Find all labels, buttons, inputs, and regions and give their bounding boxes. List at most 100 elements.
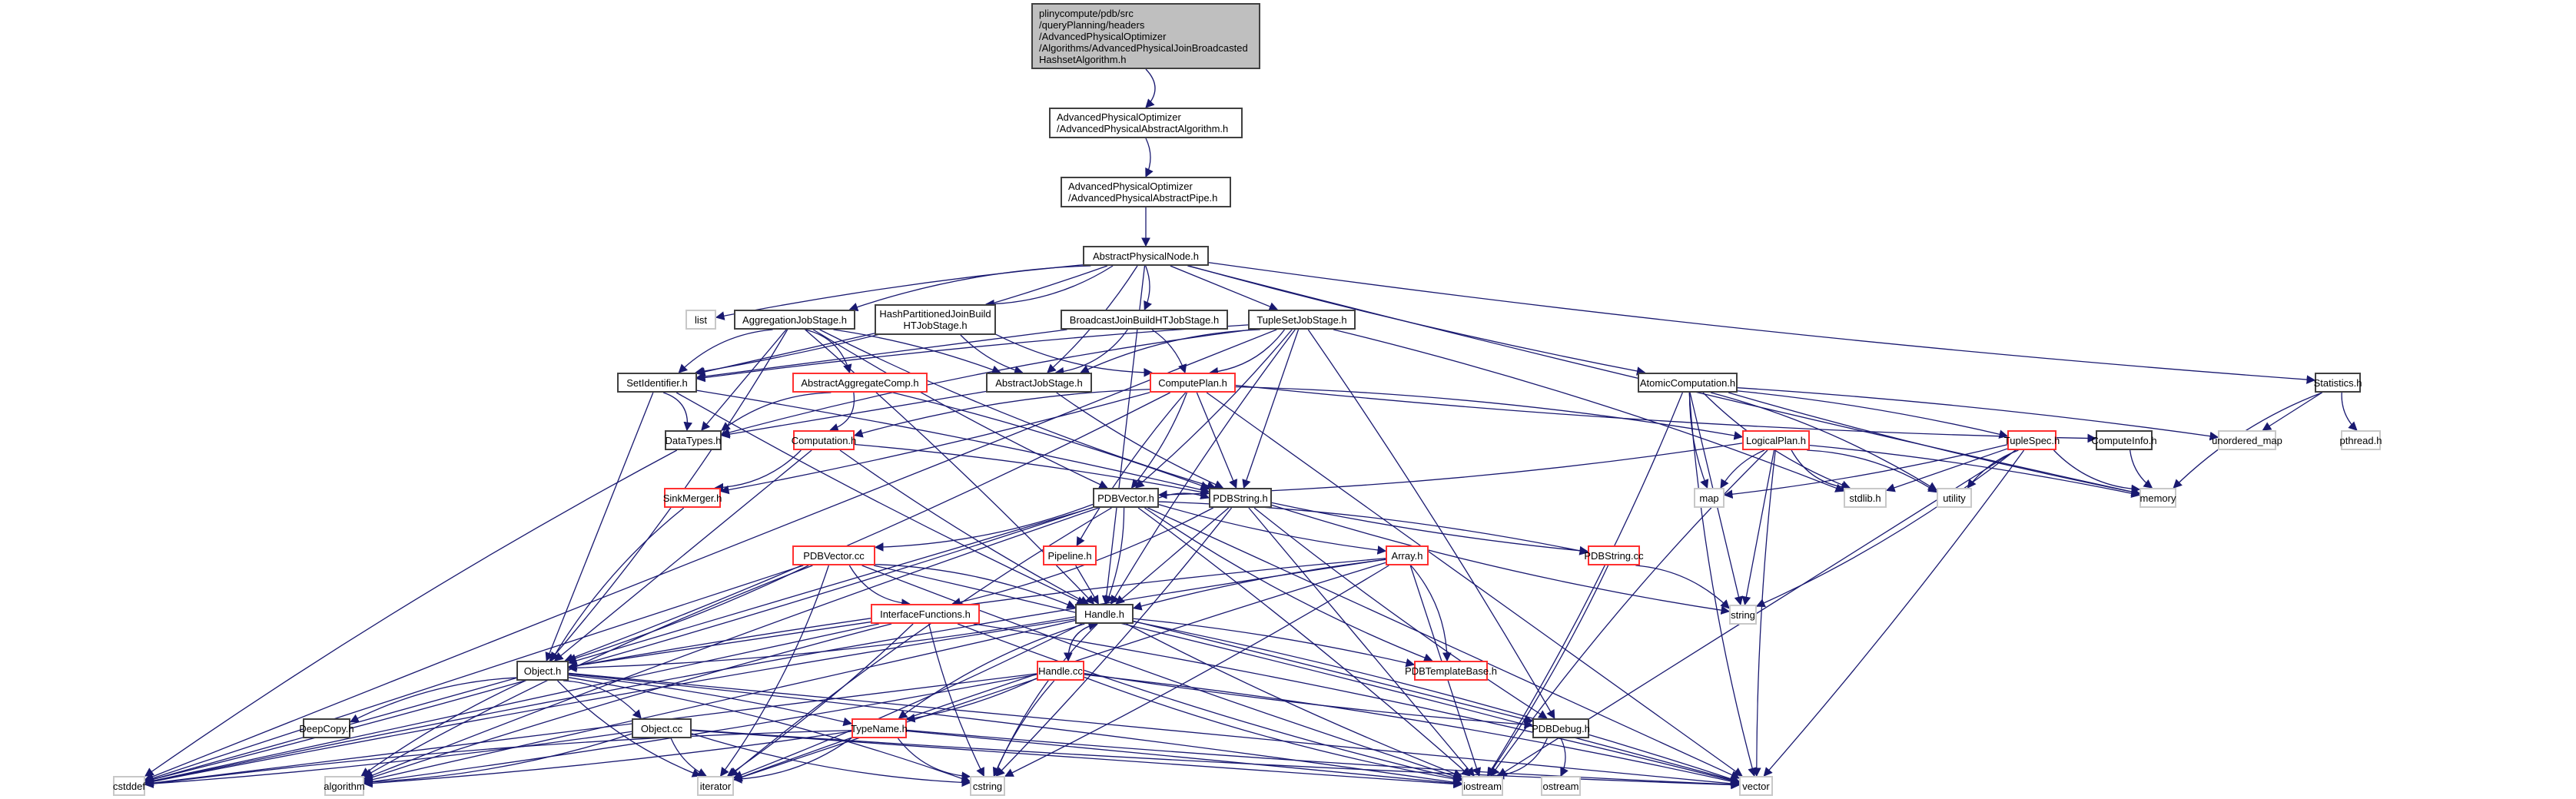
- node-logical-plan[interactable]: LogicalPlan.h: [1742, 430, 1810, 450]
- edge-tuplespec-to-stdlib: [1885, 448, 2008, 492]
- edge-pdbstring-to-string: [1271, 504, 1731, 615]
- edge-handle-to-object: [567, 616, 1076, 673]
- edge-tsjs-to-datatypes: [720, 329, 1252, 437]
- node-abstract-job-stage[interactable]: AbstractJobStage.h: [986, 373, 1092, 393]
- node-abstract-physical-node[interactable]: AbstractPhysicalNode.h: [1083, 246, 1209, 266]
- edge-tuplespec-to-vector: [1763, 449, 2025, 777]
- node-stdlib: stdlib.h: [1844, 488, 1887, 508]
- edge-tsjs-to-pdbstring: [1242, 329, 1300, 489]
- node-memory: memory: [2139, 488, 2176, 508]
- edge-cplan-to-object: [564, 392, 1170, 662]
- node-pdb-string-h[interactable]: PDBString.h: [1209, 488, 1272, 508]
- edge-typename-to-cstddef: [144, 730, 852, 788]
- node-handle-cc[interactable]: Handle.cc: [1037, 661, 1084, 681]
- edge-hpjoin-to-absjs: [960, 334, 1024, 375]
- edge-array-to-cstring: [1004, 565, 1389, 777]
- node-interface-functions[interactable]: InterfaceFunctions.h: [871, 604, 980, 624]
- node-algorithm: algorithm: [324, 776, 365, 796]
- edge-atomic-to-iostream: [1486, 392, 1683, 777]
- edge-pdbvector-to-object: [567, 507, 1094, 665]
- node-abstract-aggregate-comp[interactable]: AbstractAggregateComp.h: [792, 373, 928, 393]
- node-hash-partitioned-join[interactable]: HashPartitionedJoinBuild HTJobStage.h: [875, 304, 996, 335]
- node-atomic-computation[interactable]: AtomicComputation.h: [1638, 373, 1738, 393]
- node-statistics[interactable]: Statistics.h: [2314, 373, 2362, 393]
- edge-array-to-cstddef: [144, 559, 1386, 786]
- edge-apn-to-hpjoin: [984, 265, 1114, 309]
- edge-iface-to-algorithm: [363, 623, 892, 782]
- edge-computation-to-object: [553, 449, 812, 661]
- edge-cplan-to-pdbvector: [1130, 392, 1188, 489]
- edge-cplan-to-pipeline: [1076, 392, 1187, 547]
- node-pdb-string-cc[interactable]: PDBString.cc: [1584, 545, 1644, 565]
- node-broadcast-join[interactable]: BroadcastJoinBuildHTJobStage.h: [1061, 310, 1228, 330]
- node-pipeline[interactable]: Pipeline.h: [1043, 545, 1097, 565]
- node-pdb-vector-h[interactable]: PDBVector.h: [1093, 488, 1159, 508]
- edge-tsjs-to-stdlib: [1333, 329, 1845, 492]
- edge-object-to-objectcc: [563, 680, 642, 719]
- edge-pdbvectorcc-to-iface: [848, 565, 911, 608]
- node-computation[interactable]: Computation.h: [792, 430, 856, 450]
- node-tuple-set-job-stage[interactable]: TupleSetJobStage.h: [1248, 310, 1356, 330]
- edge-typename-to-vector: [906, 729, 1741, 789]
- node-set-identifier[interactable]: SetIdentifier.h: [617, 373, 697, 393]
- edge-handle-to-iostream: [1126, 623, 1463, 778]
- edge-objectcc-to-vector: [691, 729, 1741, 790]
- edge-pdbvector-to-cstddef: [144, 506, 1094, 784]
- node-abstract-algorithm[interactable]: AdvancedPhysicalOptimizer /AdvancedPhysi…: [1049, 108, 1243, 138]
- edge-object-to-deepcopy: [349, 677, 517, 723]
- edge-iface-to-cstddef: [144, 623, 880, 785]
- node-deep-copy[interactable]: DeepCopy.h: [299, 718, 354, 738]
- edge-cplan-to-cinfo: [1235, 384, 2097, 443]
- edge-pdbvector-to-array: [1158, 504, 1387, 555]
- edge-aggcomp-to-datatypes: [721, 392, 832, 431]
- edge-pdbstringcc-to-string: [1635, 565, 1730, 609]
- node-compute-plan[interactable]: ComputePlan.h: [1150, 373, 1236, 393]
- node-pdb-vector-cc[interactable]: PDBVector.cc: [792, 545, 875, 565]
- edge-bcjoin-to-absjs: [1054, 329, 1128, 376]
- edge-pdbstring-to-pdbdebug: [1253, 507, 1548, 719]
- node-aggregation-job-stage[interactable]: AggregationJobStage.h: [734, 310, 855, 330]
- edge-atomic-to-tuplespec: [1737, 390, 2009, 439]
- node-tuple-spec[interactable]: TupleSpec.h: [2004, 430, 2060, 450]
- edge-cplan-to-sinkmerger: [719, 392, 1150, 495]
- edge-setid-to-handle: [676, 392, 1086, 605]
- edge-logical-to-utility: [1807, 449, 1937, 493]
- node-sink-merger[interactable]: SinkMerger.h: [663, 488, 722, 508]
- node-handle-h[interactable]: Handle.h: [1075, 604, 1134, 624]
- edge-objectcc-to-algorithm: [363, 733, 632, 787]
- edge-array-to-object: [567, 558, 1386, 671]
- node-utility: utility: [1937, 488, 1972, 508]
- node-compute-info[interactable]: ComputeInfo.h: [2091, 430, 2157, 450]
- node-pdb-template-base[interactable]: PDBTemplateBase.h: [1405, 661, 1497, 681]
- edge-pdbvectorcc-to-vector: [873, 565, 1741, 784]
- edge-logical-to-stdlib: [1791, 449, 1851, 492]
- edge-pdbvector-to-iostream: [1137, 507, 1471, 777]
- edge-apn-to-aggjs: [848, 265, 1091, 312]
- edge-aggjs-to-aggcomp: [805, 329, 852, 374]
- edge-absjs-to-datatypes: [720, 390, 987, 439]
- node-ostream: ostream: [1541, 776, 1581, 796]
- edge-atomic-to-memory: [1728, 392, 2141, 496]
- node-root-file[interactable]: plinycompute/pdb/src /queryPlanning/head…: [1031, 3, 1260, 69]
- edge-tuplespec-to-utility: [1967, 449, 2019, 489]
- edge-aggjs-to-absjs: [833, 329, 1001, 374]
- edge-tsjs-to-handle: [1110, 329, 1296, 605]
- edge-atomic-to-vector: [1688, 392, 1757, 777]
- node-cstring: cstring: [970, 776, 1005, 796]
- node-object-cc[interactable]: Object.cc: [632, 718, 692, 738]
- edge-cplan-to-pdbstring: [1196, 392, 1238, 489]
- edge-apn-to-bcjoin: [1144, 265, 1152, 311]
- edge-pdbvector-to-handle: [1104, 507, 1125, 605]
- node-iostream: iostream: [1462, 776, 1503, 796]
- edge-sinkmerger-to-object: [550, 507, 685, 662]
- node-data-types[interactable]: DataTypes.h: [665, 430, 722, 450]
- node-object-h[interactable]: Object.h: [516, 661, 569, 681]
- node-type-name[interactable]: TypeName.h: [851, 718, 908, 738]
- edge-typename-to-iostream: [906, 730, 1463, 788]
- edge-setid-to-pdbstring: [696, 390, 1210, 495]
- node-pdb-debug[interactable]: PDBDebug.h: [1532, 718, 1590, 738]
- node-array[interactable]: Array.h: [1386, 545, 1429, 565]
- node-abstract-pipe[interactable]: AdvancedPhysicalOptimizer /AdvancedPhysi…: [1061, 177, 1231, 207]
- edge-pdbvectorcc-to-object: [566, 565, 809, 663]
